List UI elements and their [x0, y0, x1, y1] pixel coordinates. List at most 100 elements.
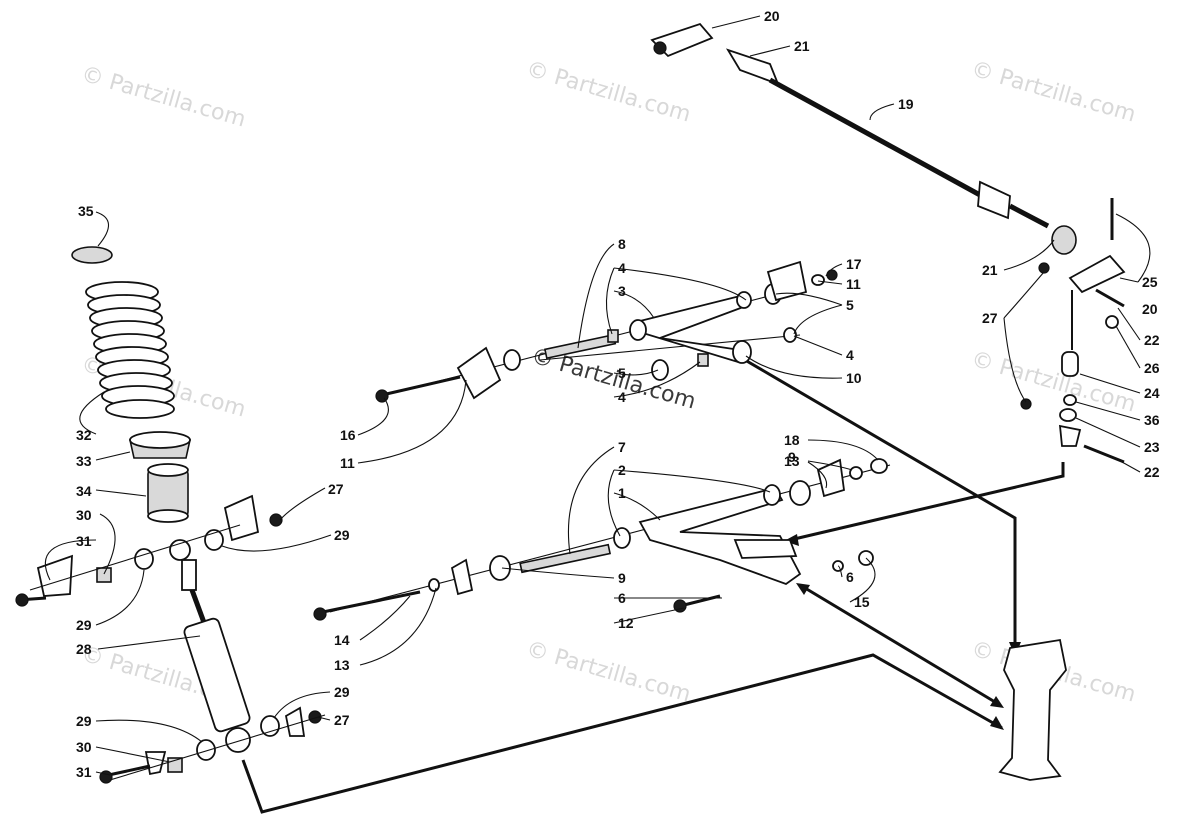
- callout-label: 14: [334, 632, 350, 648]
- lower-bracket-left: [450, 558, 474, 596]
- lower-bracket-right: [284, 706, 306, 737]
- callout-label: 4: [618, 389, 626, 405]
- tie-rod-bushing: [1051, 225, 1077, 255]
- callout-label: 22: [1144, 332, 1160, 348]
- callout-label: 27: [982, 310, 998, 326]
- watermark: © Partzilla.com: [968, 57, 1138, 128]
- callout-label: 33: [76, 453, 92, 469]
- callout-label: 13: [334, 657, 350, 673]
- lower-pivot-tube: [519, 543, 612, 574]
- tie-rod-assembly: [650, 22, 1126, 464]
- watermark: © Partzilla.com: [523, 57, 693, 128]
- callout-label: 6: [846, 569, 854, 585]
- callout-label: 2: [618, 462, 626, 478]
- callout-label: 20: [764, 8, 780, 24]
- shock-body: [183, 617, 251, 733]
- callout-label: 7: [618, 439, 626, 455]
- callout-label: 4: [846, 347, 854, 363]
- callout-label: 21: [794, 38, 810, 54]
- coil-spring: [85, 281, 175, 419]
- tie-rod-shaft: [768, 77, 982, 198]
- lower-a-arm-assembly: [313, 458, 891, 621]
- callout-label: 27: [334, 712, 350, 728]
- spring-retainer: [71, 246, 113, 264]
- callout-label: 35: [78, 203, 94, 219]
- callout-label: 26: [1144, 360, 1160, 376]
- callout-label: 9: [788, 449, 796, 465]
- inner-tie-rod-end: [1068, 254, 1126, 294]
- callout-label: 11: [340, 455, 355, 471]
- lower-mount-bracket: [144, 751, 167, 776]
- callout-label: 5: [618, 365, 626, 381]
- callout-label: 27: [328, 481, 344, 497]
- ball-joint: [1061, 351, 1079, 377]
- watermark: © Partzilla.com: [523, 637, 693, 708]
- callout-label: 36: [1144, 412, 1160, 428]
- upper-a-arm: [634, 294, 748, 364]
- watermark: © Partzilla.com: [968, 347, 1138, 418]
- arrow-upper-arm-to-spindle: [744, 358, 1017, 650]
- callout-label: 29: [76, 713, 92, 729]
- lower-bushing-left: [196, 739, 216, 761]
- callout-label: 20: [1142, 301, 1158, 317]
- callout-label: 12: [618, 615, 634, 631]
- spindle-body: [998, 638, 1067, 781]
- callout-label: 25: [1142, 274, 1158, 290]
- callout-label: 5: [846, 297, 854, 313]
- callout-label: 23: [1144, 439, 1160, 455]
- callout-label: 9: [618, 570, 626, 586]
- callout-label: 30: [76, 507, 92, 523]
- watermark: © Partzilla.com: [78, 62, 248, 133]
- shock-spring-assembly: [15, 246, 326, 784]
- upper-bushing: [134, 548, 154, 570]
- callout-label: 15: [854, 594, 870, 610]
- lower-bracket-right: [816, 458, 845, 498]
- upper-mount-bracket: [36, 554, 73, 597]
- assembly-arrows: [241, 358, 1065, 814]
- callout-label: 21: [982, 262, 998, 278]
- spindle: [998, 638, 1067, 781]
- upper-bracket-right: [766, 260, 808, 302]
- upper-bracket-left: [456, 346, 502, 400]
- arrowhead: [784, 534, 799, 546]
- callout-label: 31: [76, 764, 92, 780]
- callout-label: 10: [846, 370, 862, 386]
- callout-label: 24: [1144, 385, 1160, 401]
- callout-label: 22: [1144, 464, 1160, 480]
- callout-label: 6: [618, 590, 626, 606]
- upper-spacer: [96, 567, 112, 583]
- arrowhead: [990, 696, 1004, 708]
- callout-label: 19: [898, 96, 914, 112]
- arrow-shock-to-spindle: [241, 653, 1003, 814]
- callout-label: 11: [846, 276, 861, 292]
- callout-label: 13: [784, 453, 800, 469]
- callout-label: 18: [784, 432, 800, 448]
- callout-label: 30: [76, 739, 92, 755]
- arrow-lower-arm-to-spindle: [799, 583, 1001, 707]
- callout-label: 32: [76, 427, 92, 443]
- callout-label: 4: [618, 260, 626, 276]
- callout-labels: 35 32 33 34 30 31 29 28 29 30 31 27 29 2…: [76, 8, 1160, 780]
- arrowhead: [990, 716, 1004, 730]
- arrow-tie-rod-to-lower-arm: [789, 462, 1065, 542]
- watermarks: © Partzilla.com © Partzilla.com © Partzi…: [78, 57, 1138, 713]
- callout-label: 17: [846, 256, 862, 272]
- lower-bushing-right: [260, 715, 280, 737]
- leader-lines: [44, 15, 1151, 776]
- upper-pivot-tube: [543, 333, 617, 360]
- callout-label: 29: [76, 617, 92, 633]
- callout-label: 34: [76, 483, 92, 499]
- callout-label: 29: [334, 527, 350, 543]
- callout-label: 28: [76, 641, 92, 657]
- callout-label: 3: [618, 283, 626, 299]
- upper-bracket-right: [223, 494, 260, 542]
- callout-label: 29: [334, 684, 350, 700]
- callout-label: 1: [618, 485, 626, 501]
- lower-arm-cross-brace: [733, 539, 798, 559]
- callout-label: 8: [618, 236, 626, 252]
- tie-rod-sleeve: [977, 180, 1011, 220]
- callout-label: 16: [340, 427, 356, 443]
- arrowhead: [796, 583, 810, 595]
- upper-a-arm-assembly: [375, 260, 838, 403]
